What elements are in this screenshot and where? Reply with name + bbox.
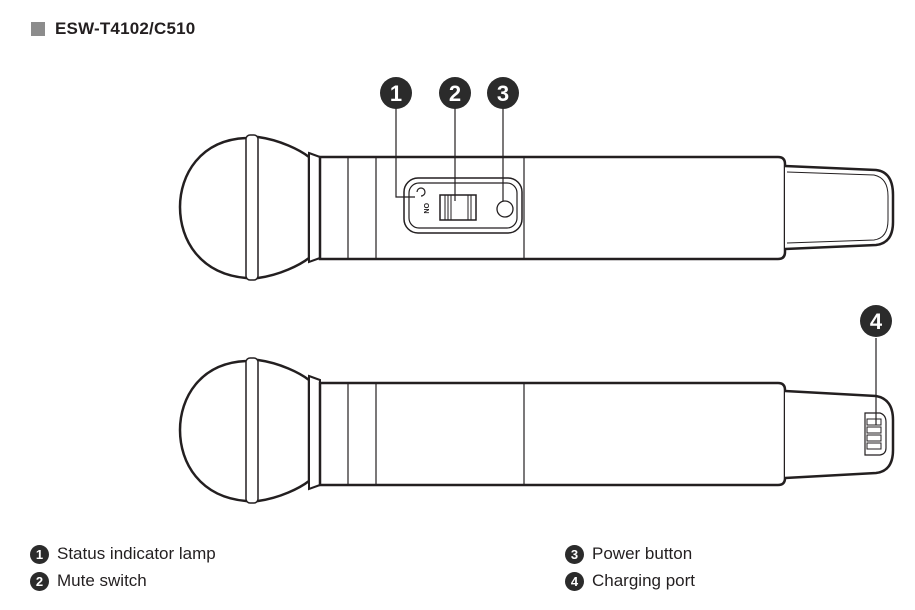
legend-label: Charging port [592,571,696,590]
legend-badge-3: 3 [565,544,584,564]
svg-text:3: 3 [497,81,509,106]
svg-text:4: 4 [870,309,883,334]
microphone-front-view [178,108,895,281]
legend-badge-4: 4 [565,571,584,591]
power-button-icon [496,200,514,218]
legend-item-power-button: 3 Power button [565,544,692,564]
legend-item-mute-switch: 2 Mute switch [30,571,147,591]
callout-2: 2 [439,77,471,109]
section-heading: ESW-T4102/C510 [31,19,195,39]
legend-item-status-indicator-lamp: 1 Status indicator lamp [30,544,216,564]
legend-label: Mute switch [57,571,147,590]
charging-port-icon [864,412,887,456]
legend-label: Status indicator lamp [57,544,216,563]
callout-3: 3 [487,77,519,109]
svg-text:1: 1 [390,81,402,106]
grille-head-icon [178,135,311,280]
legend-badge-2: 2 [30,571,49,591]
switch-on-label: ON [422,203,429,214]
model-title: ESW-T4102/C510 [55,19,196,38]
callout-4: 4 [860,305,892,337]
heading-square-marker [31,22,45,36]
legend-label: Power button [592,544,693,563]
legend-badge-1: 1 [30,544,49,564]
legend-item-charging-port: 4 Charging port [565,571,695,591]
callout-1: 1 [380,77,412,109]
microphone-back-view [178,338,895,504]
svg-text:2: 2 [449,81,461,106]
mute-switch-icon [439,194,477,221]
status-indicator-lamp-icon [416,187,426,197]
